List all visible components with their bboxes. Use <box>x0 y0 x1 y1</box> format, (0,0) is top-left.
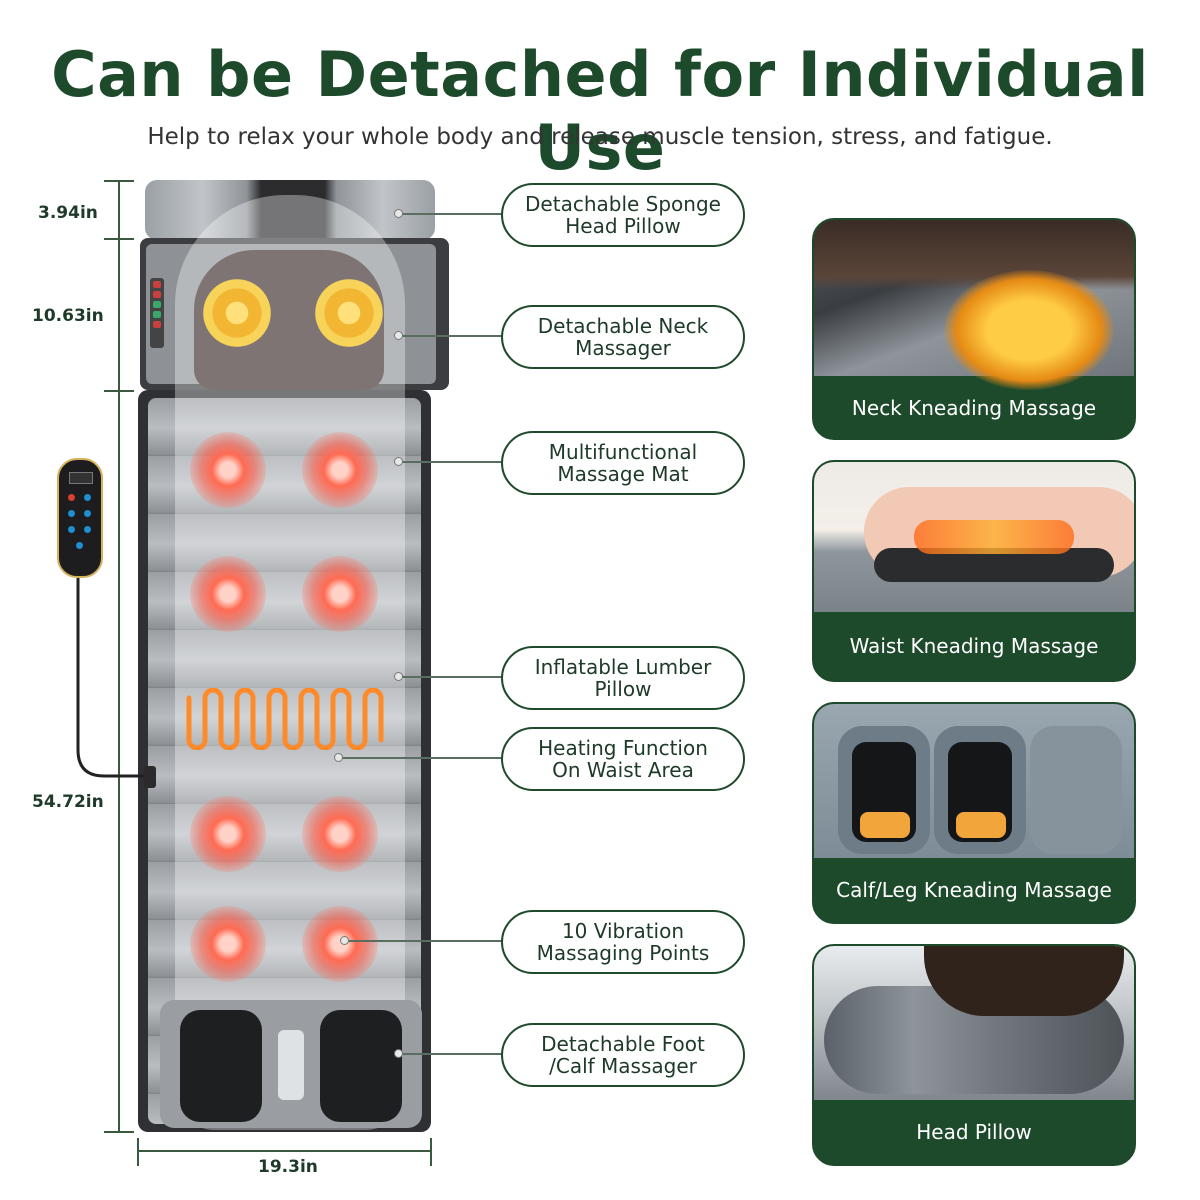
feature-card-calf: Calf/Leg Kneading Massage <box>812 702 1136 924</box>
head-pillow-photo <box>814 946 1134 1100</box>
page-subtitle: Help to relax your whole body and releas… <box>147 124 1053 150</box>
head-pillow-image <box>145 180 435 240</box>
height-dimension-line <box>118 180 120 1132</box>
dim-pillow-height: 3.94in <box>38 203 98 223</box>
remote-cable <box>76 572 156 788</box>
vibration-point <box>190 432 266 508</box>
callout-dot <box>394 331 403 340</box>
calf-kneading-photo <box>814 704 1134 858</box>
callout-neck-massager: Detachable Neck Massager <box>501 305 745 369</box>
callout-dot <box>394 1049 403 1058</box>
neck-kneading-node <box>194 270 280 356</box>
feature-label: Waist Kneading Massage <box>849 634 1099 658</box>
foot-calf-massager-image <box>160 1000 422 1128</box>
vibration-point <box>302 556 378 632</box>
callout-leader <box>400 461 502 463</box>
callout-leader <box>400 1053 502 1055</box>
dim-mat-height: 54.72in <box>32 792 104 812</box>
callout-leader <box>346 940 502 942</box>
callout-massage-mat: Multifunctional Massage Mat <box>501 431 745 495</box>
heating-coil-icon <box>186 688 384 750</box>
width-dimension-line <box>137 1150 431 1152</box>
feature-label: Neck Kneading Massage <box>851 396 1097 420</box>
vibration-point <box>302 432 378 508</box>
dim-tick <box>104 180 134 182</box>
neck-kneading-node <box>306 270 392 356</box>
callout-head-pillow: Detachable Sponge Head Pillow <box>501 183 745 247</box>
vibration-point <box>302 906 378 982</box>
callout-lumbar-pillow: Inflatable Lumber Pillow <box>501 646 745 710</box>
dim-tick <box>104 1131 134 1133</box>
callout-dot <box>334 753 343 762</box>
callout-heating-function: Heating Function On Waist Area <box>501 727 745 791</box>
callout-foot-massager: Detachable Foot /Calf Massager <box>501 1023 745 1087</box>
waist-kneading-photo <box>814 462 1134 612</box>
vibration-point <box>190 556 266 632</box>
callout-leader <box>400 213 502 215</box>
neck-kneading-photo <box>814 220 1134 390</box>
callout-leader <box>340 757 502 759</box>
feature-card-neck: Neck Kneading Massage <box>812 218 1136 440</box>
feature-label: Head Pillow <box>916 1120 1032 1144</box>
vibration-point <box>302 796 378 872</box>
callout-leader <box>400 676 502 678</box>
callout-vibration-points: 10 Vibration Massaging Points <box>501 910 745 974</box>
page-title: Can be Detached for Individual Use <box>51 38 1149 184</box>
callout-dot <box>394 672 403 681</box>
vibration-point <box>190 796 266 872</box>
callout-dot <box>340 936 349 945</box>
callout-leader <box>400 335 502 337</box>
hand-remote-controller <box>57 458 103 578</box>
dim-neck-height: 10.63in <box>32 306 104 326</box>
dim-tick <box>137 1138 139 1166</box>
dim-width: 19.3in <box>258 1157 318 1177</box>
neck-control-buttons <box>150 278 164 348</box>
vibration-point <box>190 906 266 982</box>
dim-tick <box>104 238 134 240</box>
callout-dot <box>394 209 403 218</box>
dim-tick <box>430 1138 432 1166</box>
feature-card-head-pillow: Head Pillow <box>812 944 1136 1166</box>
dim-tick <box>104 390 134 392</box>
feature-card-waist: Waist Kneading Massage <box>812 460 1136 682</box>
callout-dot <box>394 457 403 466</box>
feature-label: Calf/Leg Kneading Massage <box>836 878 1112 902</box>
